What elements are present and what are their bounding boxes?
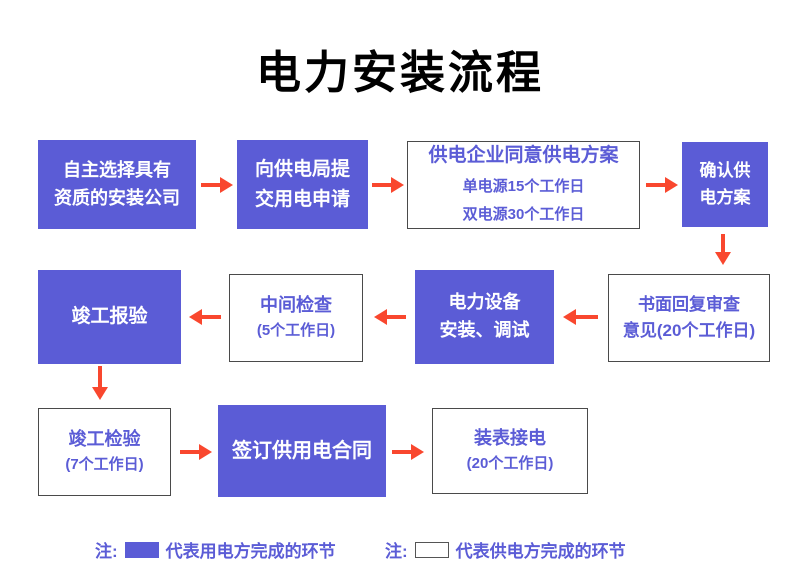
step-heading: 供电企业同意供电方案 xyxy=(428,144,619,166)
step-interim-inspection: 中间检查 (5个工作日) xyxy=(229,274,363,362)
legend-item-consumer: 注: 代表用电方完成的环节 xyxy=(95,537,336,562)
arrow-left-icon xyxy=(374,309,406,325)
step-text: 签订供用电合同 xyxy=(232,439,372,462)
step-text: 自主选择具有 xyxy=(63,159,171,180)
arrow-right-icon xyxy=(646,177,678,193)
arrow-right-icon xyxy=(392,444,424,460)
step-subtext: (5个工作日) xyxy=(256,322,336,340)
legend-outline-swatch-icon xyxy=(414,541,449,558)
step-choose-installer: 自主选择具有 资质的安装公司 xyxy=(38,140,196,229)
step-completion-report: 竣工报验 xyxy=(38,270,181,364)
arrow-left-icon xyxy=(189,309,221,325)
step-text: 交用电申请 xyxy=(254,188,350,210)
step-heading: 中间检查 xyxy=(260,294,332,315)
step-equipment-install-debug: 电力设备 安装、调试 xyxy=(415,270,554,364)
step-text: 书面回复审查 xyxy=(638,294,740,314)
step-heading: 竣工检验 xyxy=(68,428,141,449)
legend-filled-swatch-icon xyxy=(124,541,159,558)
arrow-right-icon xyxy=(372,177,404,193)
step-meter-connection: 装表接电 (20个工作日) xyxy=(432,408,588,494)
step-text: 电力设备 xyxy=(448,292,521,313)
legend-label: 代表用电方完成的环节 xyxy=(165,542,336,561)
arrow-down-icon xyxy=(92,366,108,400)
step-text: 意见(20个工作日) xyxy=(622,321,756,340)
step-utility-approves-plan: 供电企业同意供电方案 单电源15个工作日 双电源30个工作日 xyxy=(407,141,640,229)
legend-label: 代表供电方完成的环节 xyxy=(455,542,626,561)
step-heading: 装表接电 xyxy=(474,427,546,448)
legend-item-supplier: 注: 代表供电方完成的环节 xyxy=(385,537,626,562)
legend-note: 注: xyxy=(95,542,118,561)
step-text: 安装、调试 xyxy=(439,320,530,340)
page-title: 电力安装流程 xyxy=(255,47,544,98)
arrow-left-icon xyxy=(563,309,598,325)
arrow-right-icon xyxy=(180,444,212,460)
legend-note: 注: xyxy=(385,542,408,561)
step-subtext: 双电源30个工作日 xyxy=(462,206,585,224)
step-text: 竣工报验 xyxy=(71,306,148,328)
step-submit-application: 向供电局提 交用电申请 xyxy=(237,140,368,229)
step-text: 电方案 xyxy=(699,187,751,207)
step-completion-inspection: 竣工检验 (7个工作日) xyxy=(38,408,171,496)
step-text: 向供电局提 xyxy=(254,159,350,181)
step-subtext: (7个工作日) xyxy=(65,456,144,474)
arrow-right-icon xyxy=(201,177,233,193)
step-text: 资质的安装公司 xyxy=(54,187,180,208)
step-written-review-reply: 书面回复审查 意见(20个工作日) xyxy=(608,274,770,362)
step-confirm-plan: 确认供 电方案 xyxy=(682,142,768,227)
step-sign-contract: 签订供用电合同 xyxy=(218,405,386,497)
arrow-down-icon xyxy=(715,234,731,265)
step-subtext: 单电源15个工作日 xyxy=(462,177,585,195)
step-subtext: (20个工作日) xyxy=(466,455,554,473)
step-text: 确认供 xyxy=(699,161,751,181)
